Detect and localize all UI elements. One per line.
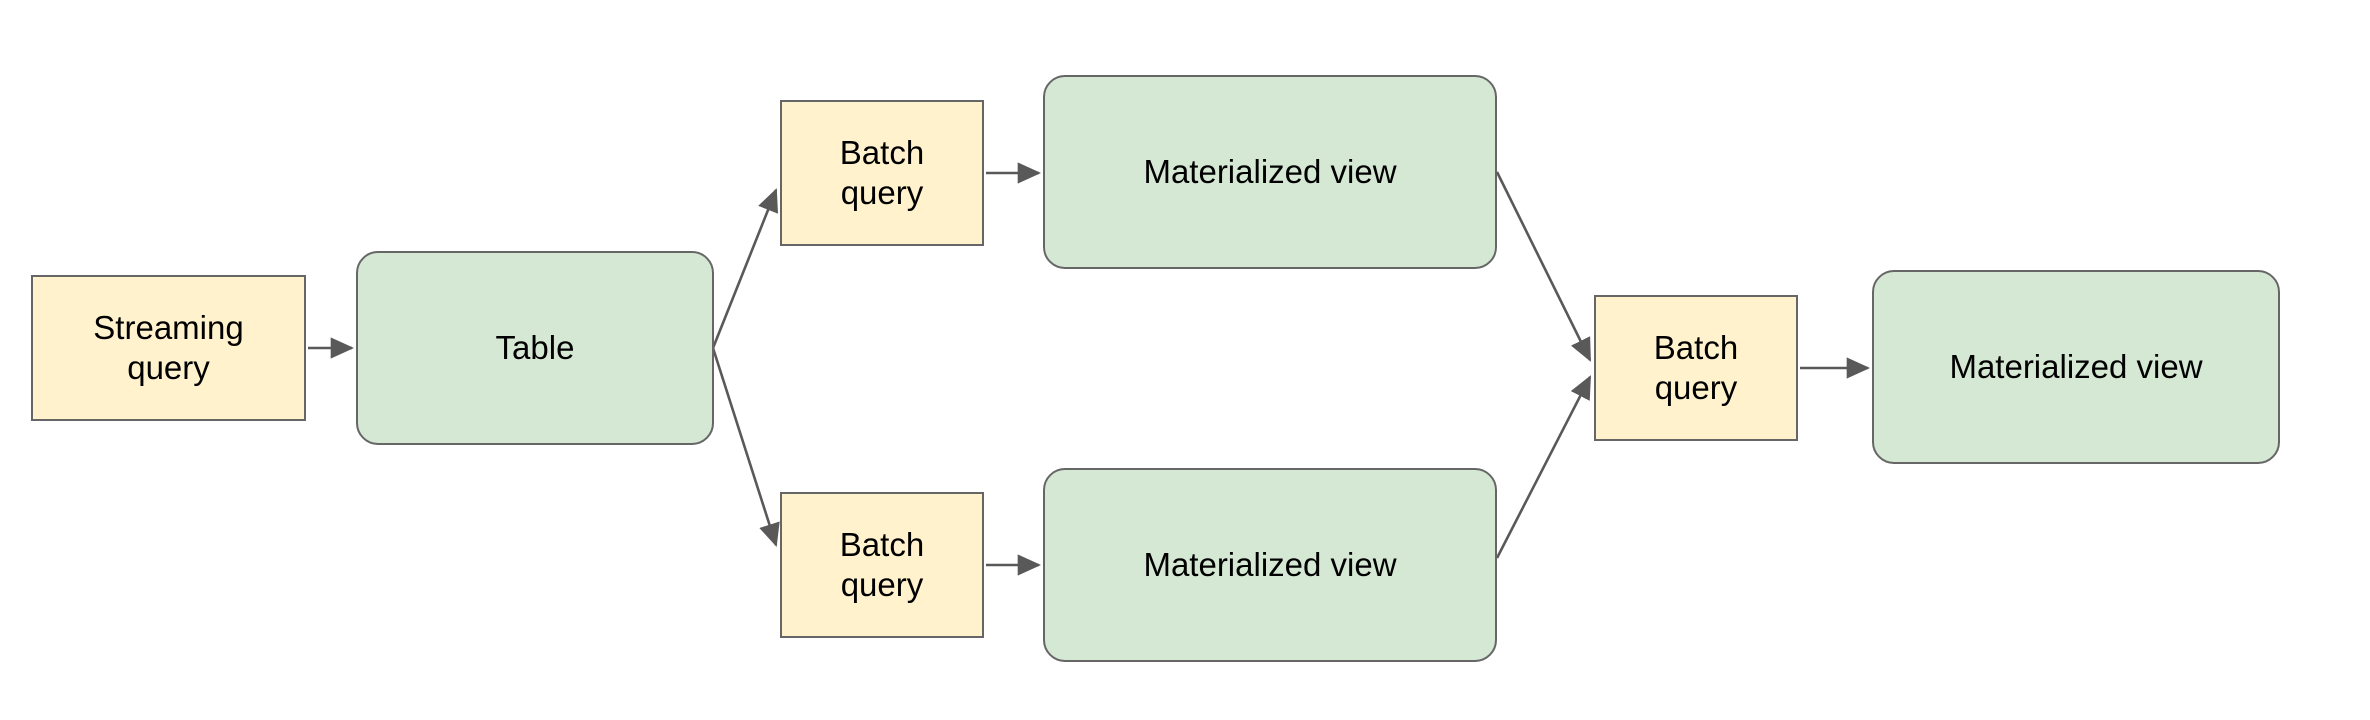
node-materialized-view-bottom[interactable]: Materialized view bbox=[1043, 468, 1497, 662]
edge-table-to-batch-query-top bbox=[711, 188, 779, 349]
node-batch-query-join[interactable]: Batch query bbox=[1594, 295, 1798, 441]
edge-materialized-view-bottom-to-batch-query-join bbox=[1495, 375, 1592, 559]
node-batch-query-bottom[interactable]: Batch query bbox=[780, 492, 984, 638]
node-label: Streaming query bbox=[93, 308, 244, 386]
node-label: Batch query bbox=[1653, 328, 1739, 406]
node-label: Batch query bbox=[839, 133, 925, 211]
edge-table-to-batch-query-bottom bbox=[711, 347, 780, 547]
node-label: Materialized view bbox=[1143, 545, 1397, 583]
node-label: Table bbox=[495, 328, 575, 366]
node-batch-query-top[interactable]: Batch query bbox=[780, 100, 984, 246]
node-label: Materialized view bbox=[1949, 347, 2203, 385]
node-table[interactable]: Table bbox=[356, 251, 714, 445]
node-label: Batch query bbox=[839, 525, 925, 603]
node-label: Materialized view bbox=[1143, 152, 1397, 190]
node-streaming-query[interactable]: Streaming query bbox=[31, 275, 306, 421]
edge-materialized-view-top-to-batch-query-join bbox=[1495, 171, 1592, 362]
node-materialized-view-final[interactable]: Materialized view bbox=[1872, 270, 2280, 464]
node-materialized-view-top[interactable]: Materialized view bbox=[1043, 75, 1497, 269]
